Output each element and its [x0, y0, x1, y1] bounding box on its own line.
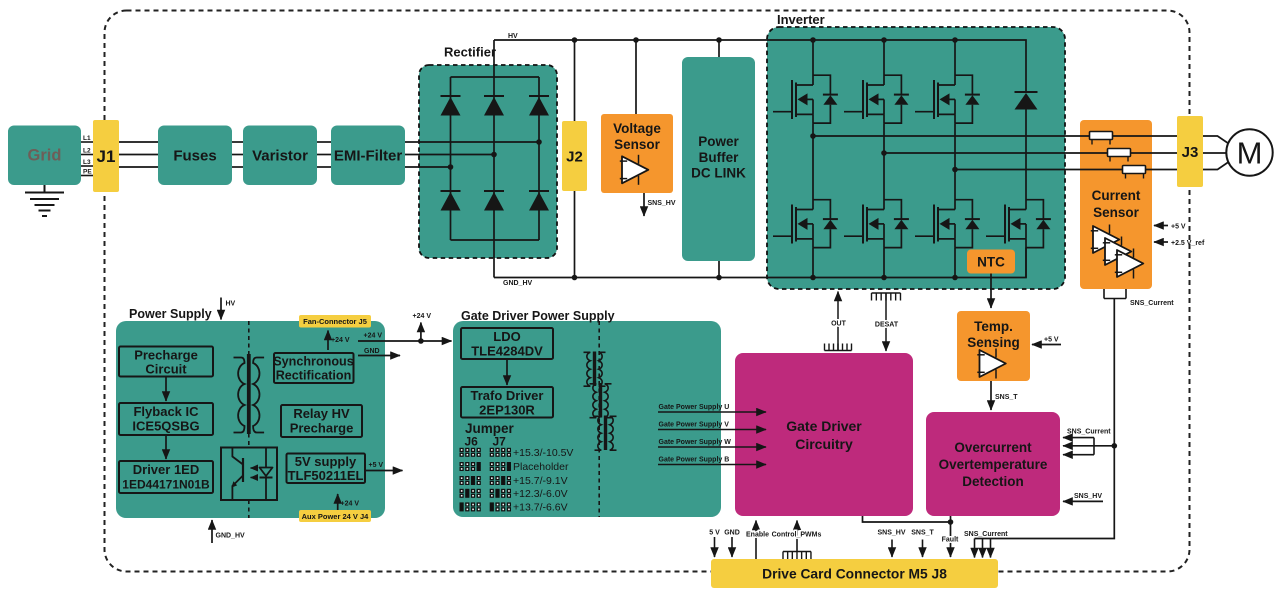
svg-text:GND_HV: GND_HV — [503, 280, 533, 287]
svg-text:J1: J1 — [97, 147, 116, 166]
svg-text:Placeholder: Placeholder — [513, 461, 569, 473]
svg-text:Flyback IC: Flyback IC — [133, 404, 199, 419]
svg-text:EMI-Filter: EMI-Filter — [334, 148, 402, 165]
svg-text:+15.7/-9.1V: +15.7/-9.1V — [513, 475, 568, 487]
svg-text:HV: HV — [508, 33, 518, 40]
svg-text:Sensor: Sensor — [1093, 205, 1140, 220]
svg-text:ICE5QSBG: ICE5QSBG — [132, 419, 199, 434]
svg-text:Temp.: Temp. — [974, 319, 1013, 334]
svg-text:Circuitry: Circuitry — [795, 436, 853, 452]
svg-text:TLE4284DV: TLE4284DV — [471, 344, 543, 359]
svg-text:Current: Current — [1092, 188, 1141, 203]
svg-text:Fuses: Fuses — [173, 148, 216, 165]
svg-text:L3: L3 — [83, 159, 91, 166]
svg-text:+2.5 V_ref: +2.5 V_ref — [1171, 240, 1205, 247]
svg-text:+12.3/-6.0V: +12.3/-6.0V — [513, 488, 568, 500]
svg-text:+13.7/-6.6V: +13.7/-6.6V — [513, 502, 568, 514]
svg-text:+24 V: +24 V — [331, 337, 350, 344]
svg-text:OUT: OUT — [831, 321, 847, 328]
svg-text:Power Supply: Power Supply — [129, 307, 212, 321]
svg-text:Rectifier: Rectifier — [444, 45, 496, 60]
svg-text:SNS_Current: SNS_Current — [1130, 300, 1174, 307]
svg-text:SNS_Current: SNS_Current — [1067, 429, 1111, 436]
svg-text:L2: L2 — [83, 148, 91, 155]
svg-text:Inverter: Inverter — [777, 12, 825, 27]
svg-text:Gate Driver Power Supply: Gate Driver Power Supply — [461, 309, 615, 323]
svg-text:SNS_T: SNS_T — [995, 394, 1018, 401]
svg-text:Gate Power Supply V: Gate Power Supply V — [659, 422, 730, 429]
svg-text:Relay HV: Relay HV — [293, 406, 350, 421]
svg-text:GND_HV: GND_HV — [216, 533, 246, 540]
svg-text:J3: J3 — [1182, 144, 1199, 161]
svg-text:+5 V: +5 V — [1044, 337, 1059, 344]
svg-text:SNS_Current: SNS_Current — [964, 531, 1008, 538]
svg-text:Circuit: Circuit — [145, 362, 187, 377]
svg-text:M: M — [1237, 136, 1263, 171]
svg-text:Jumper: Jumper — [465, 421, 515, 436]
svg-text:Sensing: Sensing — [967, 335, 1020, 350]
svg-text:Drive Card Connector M5 J8: Drive Card Connector M5 J8 — [762, 567, 947, 582]
svg-text:Power: Power — [698, 134, 739, 149]
svg-text:Precharge: Precharge — [134, 348, 198, 363]
svg-text:Enable: Enable — [746, 532, 769, 539]
svg-text:Gate Power Supply W: Gate Power Supply W — [659, 439, 732, 446]
svg-text:Fan-Connector J5: Fan-Connector J5 — [303, 317, 367, 326]
svg-text:+24 V: +24 V — [413, 313, 432, 320]
svg-text:Driver 1ED: Driver 1ED — [133, 462, 199, 477]
svg-text:Aux Power 24 V J4: Aux Power 24 V J4 — [302, 512, 370, 521]
svg-text:Control_PWMs: Control_PWMs — [772, 532, 822, 539]
svg-text:Rectification: Rectification — [276, 369, 352, 383]
svg-text:Gate Driver: Gate Driver — [786, 418, 862, 434]
svg-text:Voltage: Voltage — [613, 121, 661, 136]
svg-text:Fault: Fault — [942, 537, 959, 544]
svg-text:TLF50211EL: TLF50211EL — [288, 468, 364, 483]
svg-text:Overcurrent: Overcurrent — [954, 440, 1032, 455]
svg-text:Synchronous: Synchronous — [273, 355, 353, 369]
svg-text:+24 V: +24 V — [364, 333, 383, 340]
svg-text:J7: J7 — [493, 435, 507, 449]
svg-text:L1: L1 — [83, 135, 91, 142]
svg-text:+5 V: +5 V — [1171, 224, 1186, 231]
svg-text:Varistor: Varistor — [252, 148, 308, 165]
svg-text:Buffer: Buffer — [699, 150, 739, 165]
svg-text:SNS_HV: SNS_HV — [1074, 493, 1102, 500]
svg-text:GND: GND — [724, 530, 740, 537]
svg-text:GND: GND — [364, 348, 380, 355]
svg-text:Gate Power Supply B: Gate Power Supply B — [659, 457, 730, 464]
svg-text:2EP130R: 2EP130R — [479, 403, 535, 418]
svg-text:Overtemperature: Overtemperature — [939, 457, 1048, 472]
svg-text:LDO: LDO — [493, 329, 520, 344]
svg-text:Detection: Detection — [962, 474, 1024, 489]
svg-text:HV: HV — [226, 301, 236, 308]
svg-text:SNS_T: SNS_T — [911, 530, 934, 537]
svg-text:SNS_HV: SNS_HV — [877, 530, 905, 537]
svg-text:1ED44171N01B: 1ED44171N01B — [122, 478, 210, 492]
svg-text:Precharge: Precharge — [290, 421, 354, 436]
svg-text:+24 V: +24 V — [341, 501, 360, 508]
svg-text:SNS_HV: SNS_HV — [648, 200, 676, 207]
svg-text:Trafo Driver: Trafo Driver — [471, 388, 544, 403]
svg-text:PE: PE — [83, 169, 92, 176]
svg-text:DESAT: DESAT — [875, 322, 899, 329]
svg-text:+5 V: +5 V — [369, 462, 384, 469]
svg-text:5 V: 5 V — [709, 530, 720, 537]
svg-text:J2: J2 — [566, 149, 583, 166]
svg-text:Gate Power Supply U: Gate Power Supply U — [659, 404, 730, 411]
svg-text:Sensor: Sensor — [614, 137, 661, 152]
svg-text:NTC: NTC — [977, 255, 1005, 270]
svg-text:5V supply: 5V supply — [295, 454, 357, 469]
svg-text:J6: J6 — [465, 435, 479, 449]
svg-text:+15.3/-10.5V: +15.3/-10.5V — [513, 447, 573, 459]
svg-text:Grid: Grid — [28, 147, 62, 165]
svg-text:DC LINK: DC LINK — [691, 166, 746, 181]
